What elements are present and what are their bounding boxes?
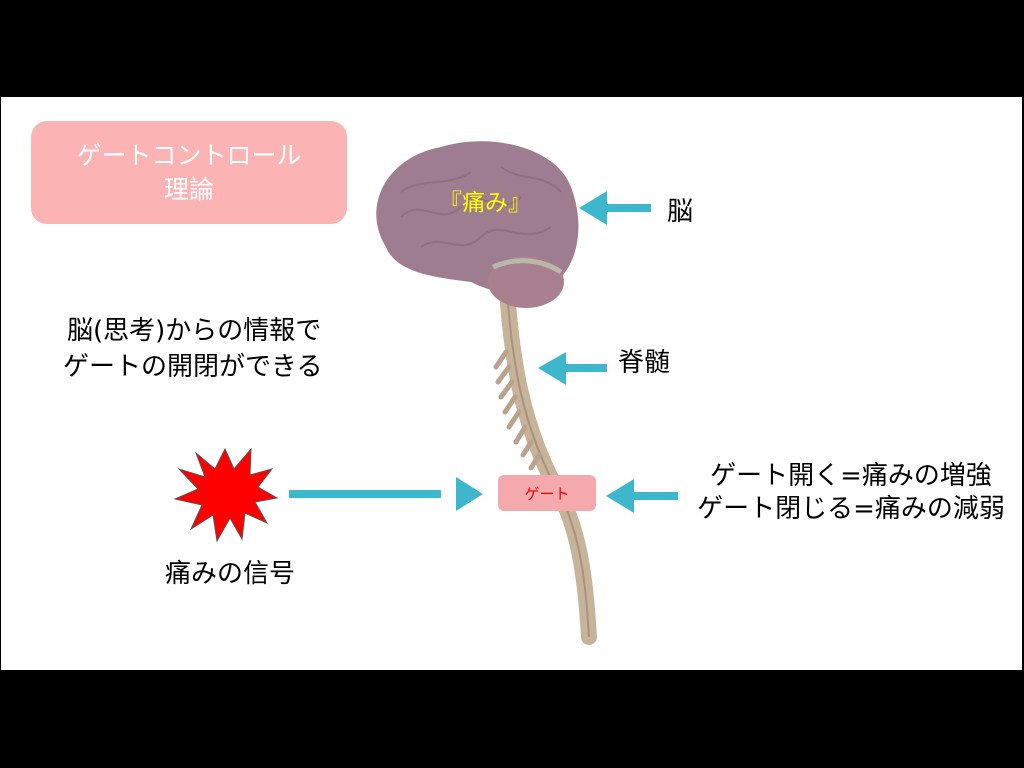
spinal-cord-label: 脊髄	[618, 348, 671, 378]
arrow-pain-to-gate	[289, 477, 483, 511]
title-line-1: ゲートコントロール	[76, 140, 302, 170]
brain-illustration	[376, 141, 579, 308]
arrow-to-spinal-cord	[538, 352, 607, 385]
brain-label: 脳	[667, 197, 694, 227]
pain-burst-icon	[173, 447, 279, 543]
spinal-cord-illustration	[498, 269, 597, 645]
gate-close-text: ゲート閉じる=痛みの減弱	[697, 494, 1005, 524]
gate-open-text: ゲート開く=痛みの増強	[710, 461, 992, 491]
nerve-roots	[493, 349, 542, 471]
gate-effect-text: ゲート開く=痛みの増強 ゲート閉じる=痛みの減弱	[680, 460, 1022, 526]
title-line-2: 理論	[163, 174, 214, 204]
title-box: ゲートコントロール 理論	[31, 121, 347, 224]
brain-note: 脳(思考)からの情報で ゲートの開閉ができる	[63, 313, 322, 385]
brain-pain-label: 『痛み』	[439, 190, 531, 216]
arrow-to-gate-right	[606, 479, 678, 513]
brain-note-line-1: 脳(思考)からの情報で	[67, 316, 322, 346]
brain-note-line-2: ゲートの開閉ができる	[63, 352, 323, 382]
slide: ゲートコントロール 理論 脳(思考)からの情報で ゲートの開閉ができる	[1, 97, 1022, 670]
pain-signal-label: 痛みの信号	[165, 559, 296, 589]
gate-label: ゲート	[524, 484, 570, 503]
arrow-to-brain	[579, 191, 651, 225]
gate-box: ゲート	[498, 475, 596, 511]
